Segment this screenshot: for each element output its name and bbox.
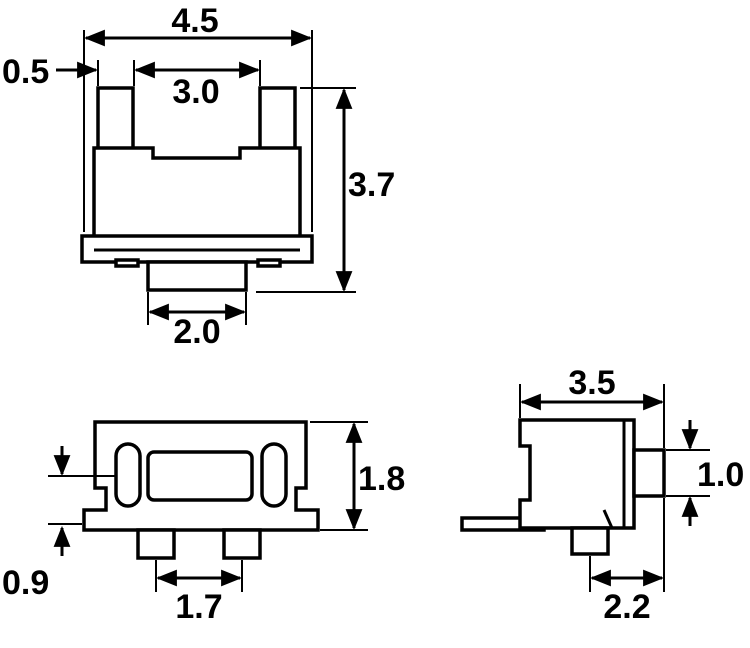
top-view: 4.5 0.5 3.0 3.7 2.0 xyxy=(2,2,395,351)
dim-total-height: 3.7 xyxy=(348,166,395,204)
dim-pin-offset: 0.5 xyxy=(2,53,49,91)
side-body xyxy=(518,418,636,530)
left-pin xyxy=(96,86,135,152)
left-foot xyxy=(136,528,176,560)
right-pin xyxy=(258,86,297,152)
dim-pin-span: 3.0 xyxy=(172,73,219,111)
dim-base-offset: 0.9 xyxy=(2,564,49,602)
side-actuator xyxy=(632,448,666,498)
side-foot xyxy=(570,526,610,556)
dim-side-depth: 3.5 xyxy=(568,364,615,402)
left-slot xyxy=(114,442,142,508)
actuator xyxy=(146,260,248,292)
right-foot xyxy=(222,528,262,560)
dim-actuator-height: 1.0 xyxy=(697,456,744,494)
dim-foot-pitch: 1.7 xyxy=(175,588,222,626)
dim-front-height: 1.8 xyxy=(358,460,405,498)
side-view: 3.5 1.0 2.2 xyxy=(460,364,744,626)
left-tab xyxy=(114,258,140,268)
dim-total-width: 4.5 xyxy=(171,2,218,40)
front-window xyxy=(146,450,254,502)
dim-foot-offset: 2.2 xyxy=(603,588,650,626)
dim-actuator-width: 2.0 xyxy=(173,313,220,351)
right-slot xyxy=(260,442,288,508)
right-tab xyxy=(256,258,282,268)
front-view: 1.8 0.9 1.7 xyxy=(2,420,405,626)
